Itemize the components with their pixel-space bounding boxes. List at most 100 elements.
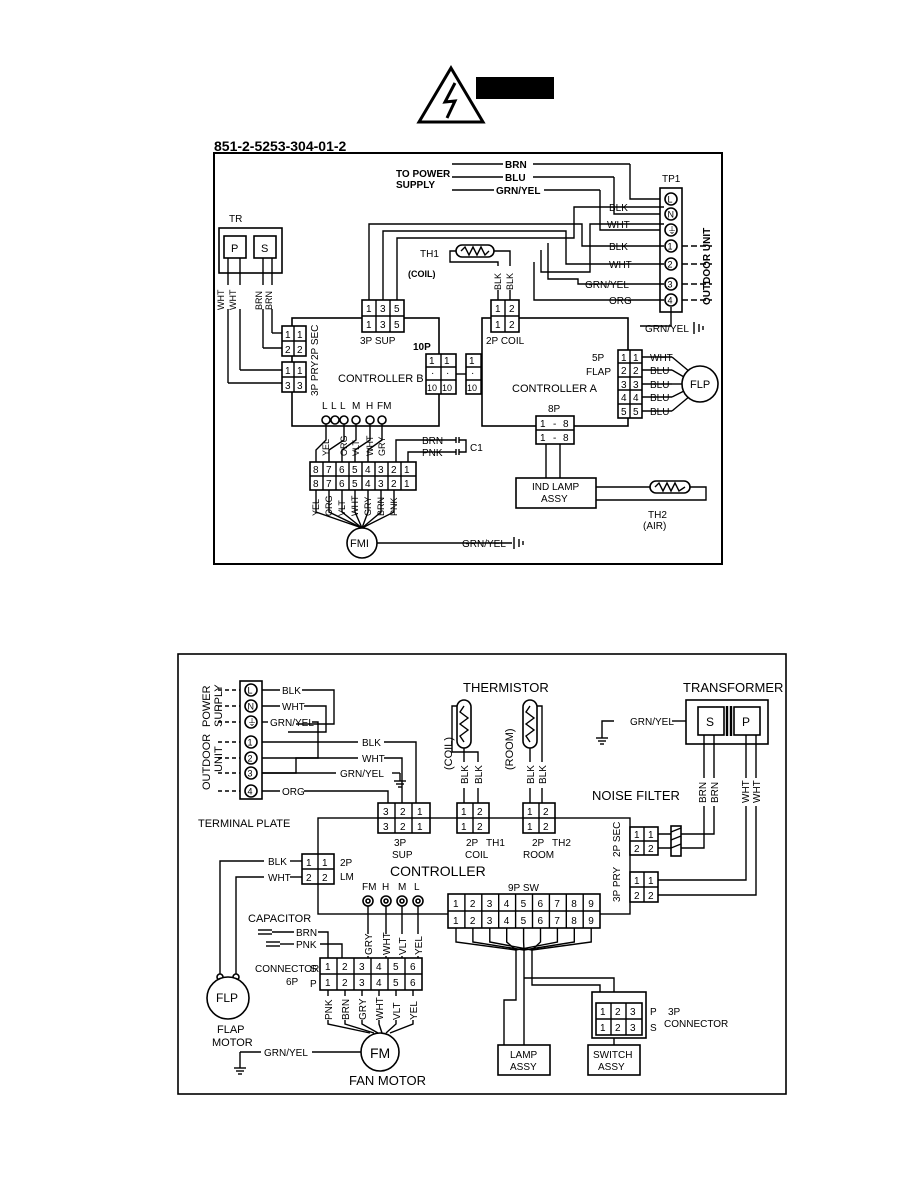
fan-wire-label-top: VLT [351, 440, 361, 456]
svg-text:1: 1 [297, 366, 303, 377]
six-pin: 3 [359, 962, 365, 973]
svg-text:-: - [553, 419, 556, 430]
bcoil-2b: 2 [477, 822, 483, 833]
nine-pin: 1 [453, 899, 459, 910]
conn8-pin: 5 [352, 465, 358, 476]
nine-pin: 2 [470, 899, 476, 910]
six-pin: 5 [393, 962, 399, 973]
nine-pin: 3 [487, 916, 493, 927]
top-2p-sec-label: 2P SEC [310, 325, 321, 360]
room-wire-blk-2: BLK [538, 765, 549, 784]
supply-wire-blu: BLU [505, 173, 526, 184]
svg-text:2: 2 [648, 891, 654, 902]
six-wire-label: WHT [375, 997, 386, 1020]
top-fm-ground-label: GRN/YEL [462, 539, 506, 550]
tp1-terminal-mark: 1 [668, 242, 673, 252]
top-2p-coil-label: 2P COIL [486, 336, 525, 347]
bottom-terminal-mark: L [248, 686, 253, 696]
conn8-pin: 2 [391, 465, 397, 476]
outdoor-unit-label-1: OUTDOOR [201, 734, 213, 790]
fan-wire [367, 424, 383, 462]
fan-wire-label-b: YEL [414, 936, 425, 955]
b3-1b: 1 [600, 1023, 606, 1034]
fan-wire [315, 424, 327, 462]
flap-pin: 2 [633, 366, 639, 377]
svg-text:3: 3 [285, 381, 291, 392]
fan-wire [315, 490, 363, 529]
bt-wire-wht-1: WHT [282, 702, 305, 713]
top-flp-label: FLP [690, 379, 710, 391]
fan-tap-inner [383, 898, 389, 904]
conn8-pin: 6 [339, 479, 345, 490]
flap-motor-label-2: MOTOR [212, 1037, 253, 1049]
cap-wire-brn: BRN [422, 436, 443, 447]
top-outdoor-unit-label: OUTDOOR UNIT [702, 228, 713, 305]
bottom-3p-pry-label: 3P PRY [612, 866, 623, 902]
bt-wire-grnyel-2: GRN/YEL [340, 769, 384, 780]
bcoil-coil: COIL [465, 850, 489, 861]
six-pin: 6 [410, 962, 416, 973]
btr-wire-brn-2: BRN [710, 782, 721, 803]
bottom-terminal [244, 735, 258, 749]
th1-coil-label: (COIL) [408, 269, 436, 279]
top-10p-label: 10P [413, 342, 431, 353]
b3-3b: 3 [630, 1023, 636, 1034]
thermistor-label: THERMISTOR [463, 680, 549, 695]
top-3p-pry-label: 3P PRY [310, 360, 321, 396]
six-pin: 5 [393, 978, 399, 989]
six-pin: 2 [342, 962, 348, 973]
fan-wire-label-bottom: ORG [324, 495, 334, 516]
bt-wire-blk-1: BLK [282, 686, 301, 697]
svg-text:1: 1 [297, 330, 303, 341]
coil-pin-1b: 1 [495, 320, 501, 331]
bsup-2a: 2 [400, 807, 406, 818]
bt-wire-org: ORG [282, 787, 305, 798]
controller-a-label: CONTROLLER A [512, 383, 598, 395]
bcoil-2a: 2 [477, 807, 483, 818]
b3-p-label: P [650, 1007, 657, 1018]
bt-wire-wht-2: WHT [362, 754, 385, 765]
btr-p: P [742, 715, 750, 729]
nine-wire [523, 928, 575, 951]
flap-pin: 1 [633, 353, 639, 364]
six-pin: 3 [359, 978, 365, 989]
fan-tap-terminal [321, 415, 331, 425]
coil-pin-1a: 1 [495, 304, 501, 315]
fan-tap-inner [399, 898, 405, 904]
bottom-terminal-mark: 1 [248, 738, 253, 748]
nine-wire [531, 928, 542, 951]
fan-pin-l2: L [331, 401, 337, 412]
lm-wire-wht: WHT [268, 873, 291, 884]
nine-pin: 8 [571, 916, 577, 927]
svg-text:3: 3 [297, 381, 303, 392]
flap-pin: 3 [633, 380, 639, 391]
tr-wire-brn-2: BRN [264, 291, 274, 310]
lightning-bolt-icon [442, 82, 458, 119]
broom-room: ROOM [523, 850, 554, 861]
bsup-3b: 3 [383, 822, 389, 833]
bsup-1a: 1 [417, 807, 423, 818]
lamp-assy-box [497, 1044, 551, 1076]
svg-text:2: 2 [648, 844, 654, 855]
bsup-1b: 1 [417, 822, 423, 833]
tr-wire-wht-2: WHT [228, 289, 238, 310]
tp1-terminal-mark: ⏚ [668, 226, 677, 236]
nine-pin: 4 [504, 916, 510, 927]
six-wire-label: PNK [324, 999, 335, 1020]
ind-lamp-label-2: ASSY [541, 494, 568, 505]
six-pin: 6 [410, 978, 416, 989]
fan-tap-terminal [339, 415, 349, 425]
b3-connector-label: CONNECTOR [664, 1019, 728, 1030]
bt-wire-grnyel-1: GRN/YEL [270, 718, 314, 729]
bcap-wire-brn: BRN [296, 928, 317, 939]
tr-p: P [231, 243, 238, 255]
tp1-terminal [664, 239, 678, 253]
fan-motor-label: FAN MOTOR [349, 1073, 426, 1088]
bcoil-1a: 1 [461, 807, 467, 818]
tr-wire-wht-1: WHT [216, 289, 226, 310]
nine-pin: 7 [554, 916, 560, 927]
high-voltage-warning-icon [416, 65, 486, 124]
svg-text:1: 1 [444, 356, 450, 367]
supply-wire-brn: BRN [505, 160, 527, 171]
fan-pin-h: H [366, 401, 373, 412]
